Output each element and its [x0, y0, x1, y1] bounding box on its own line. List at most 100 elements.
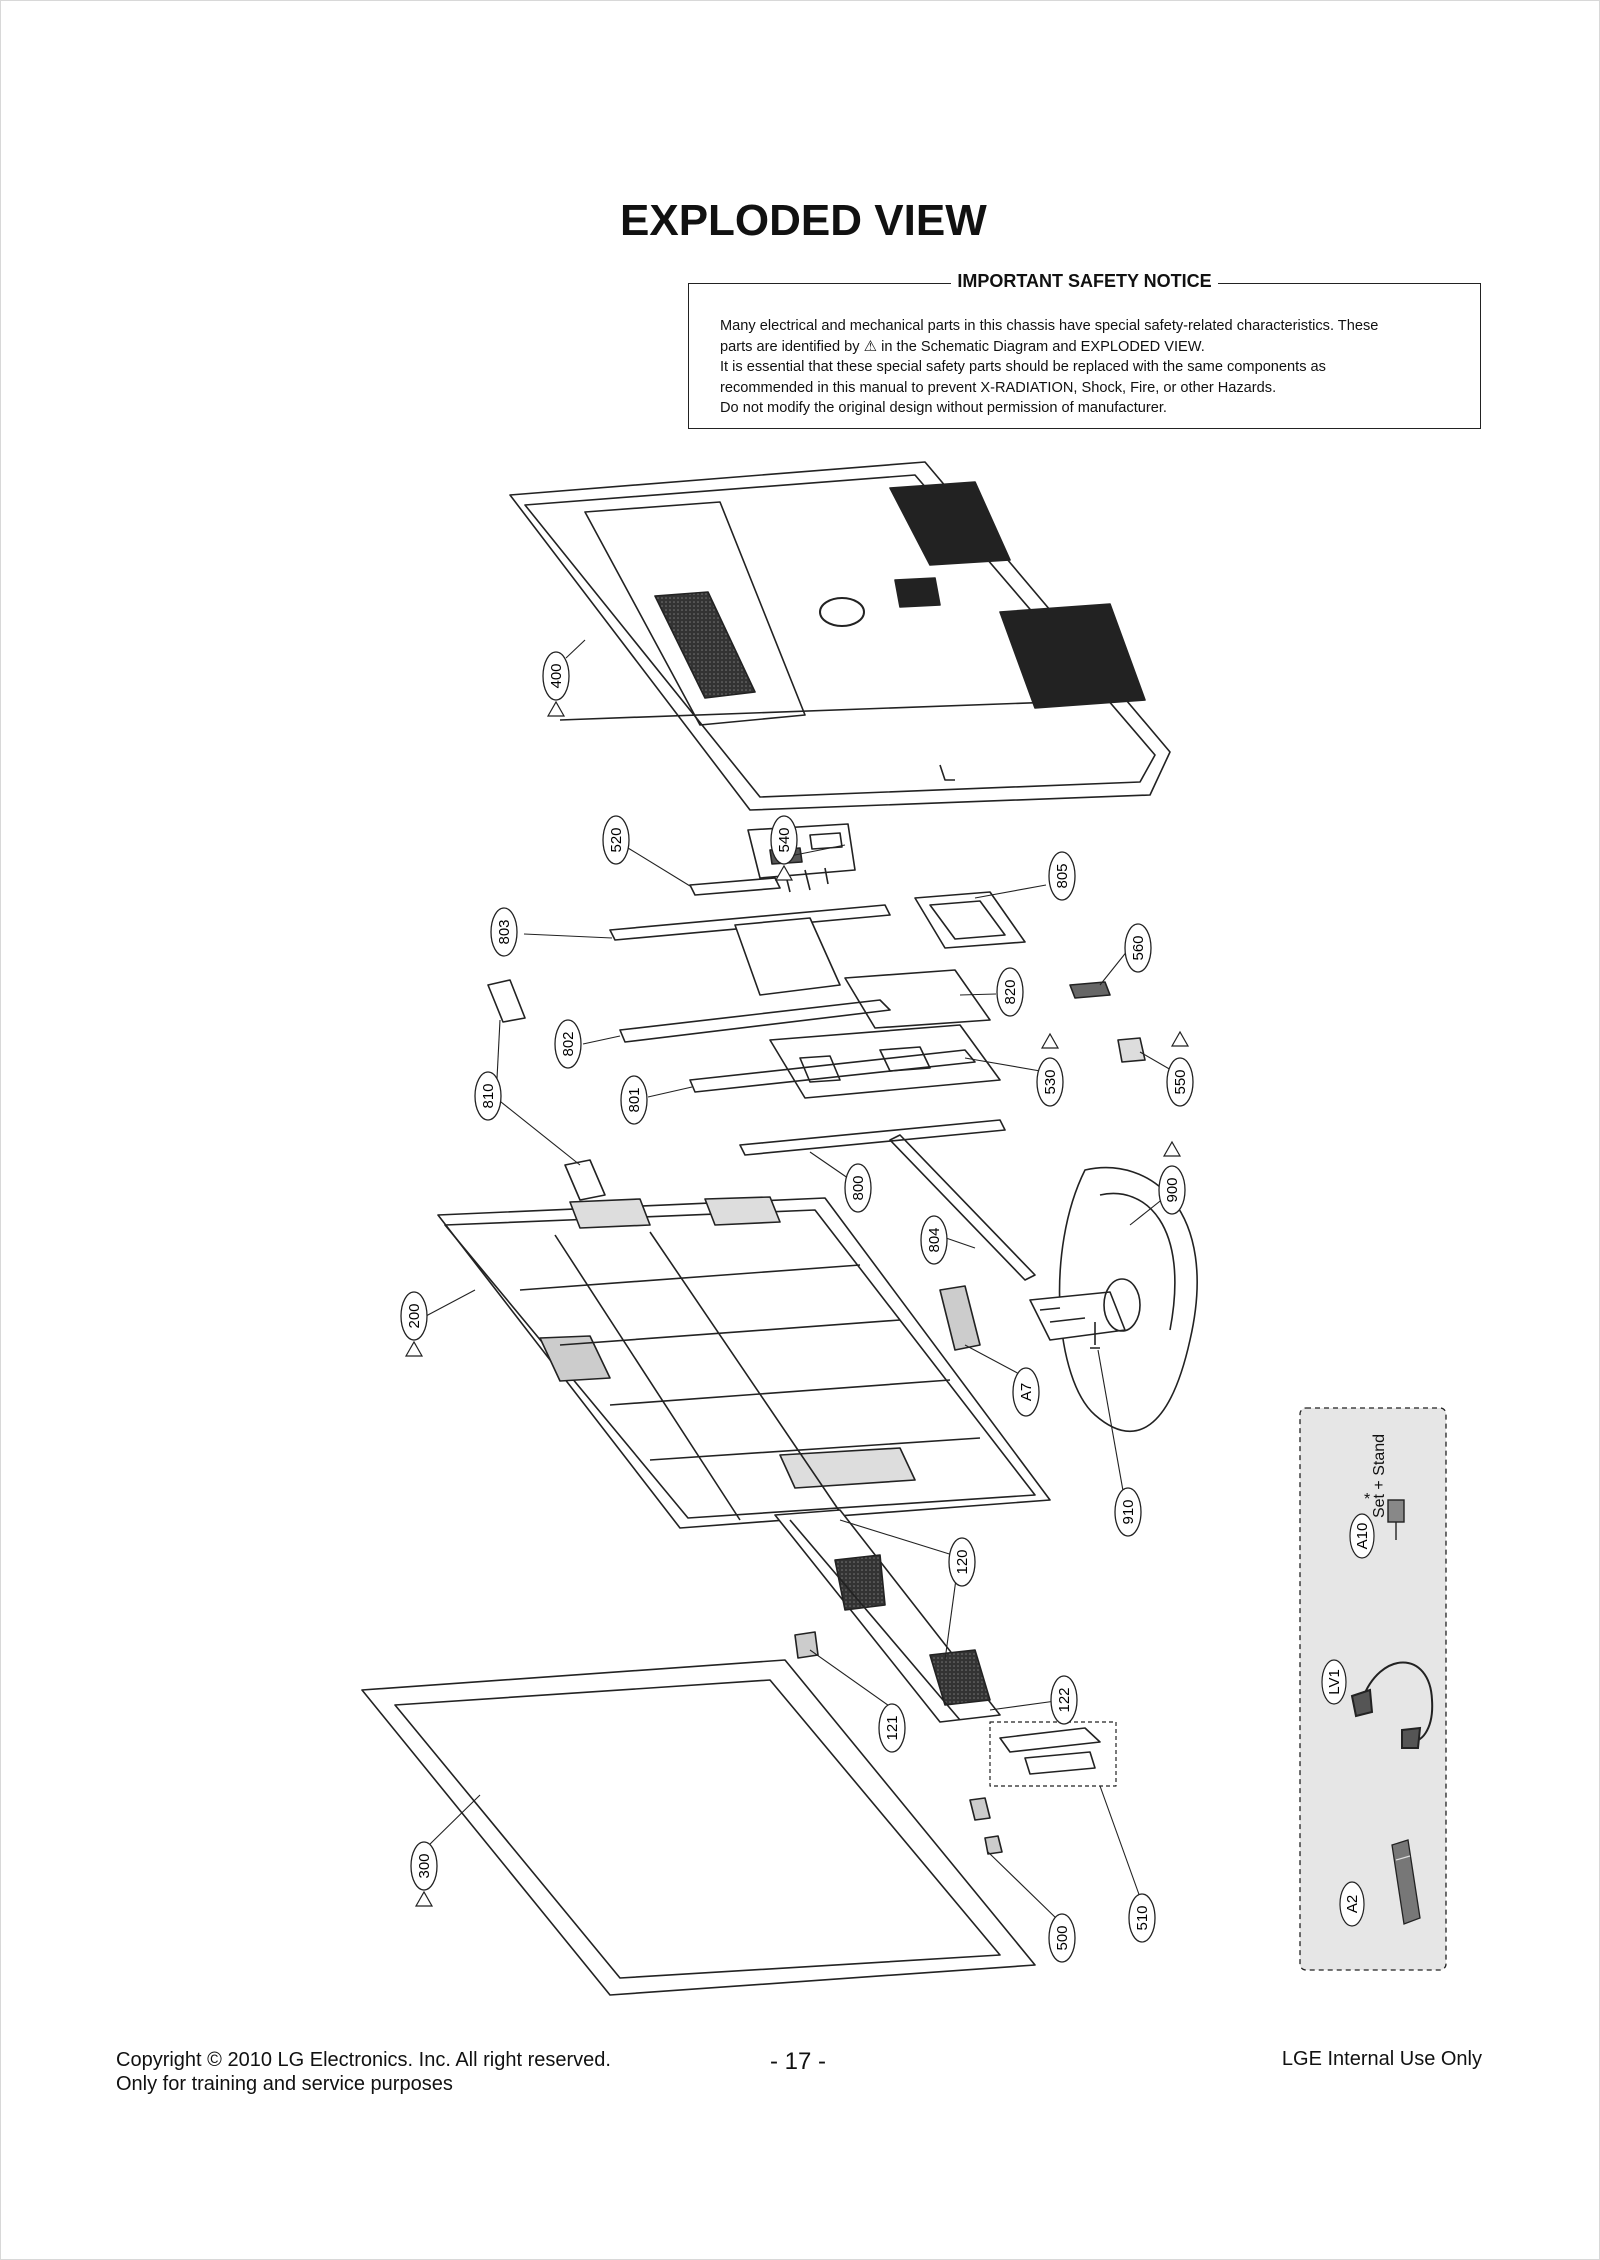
callout-820: 820: [996, 967, 1024, 1017]
internal-use-text: LGE Internal Use Only: [1281, 2048, 1482, 2070]
rail-804-part: [889, 1134, 1036, 1281]
svg-text:801: 801: [626, 1087, 643, 1112]
callout-lv1: LV1: [1321, 1659, 1347, 1705]
svg-text:121: 121: [884, 1715, 901, 1740]
callout-810: 810: [474, 1071, 502, 1121]
callout-801: 801: [620, 1075, 648, 1125]
svg-text:120: 120: [954, 1549, 971, 1574]
module-560-part: [1069, 981, 1111, 999]
svg-text:520: 520: [608, 827, 625, 852]
callout-a7: A7: [1012, 1367, 1040, 1417]
power-board-part: [844, 969, 991, 1029]
svg-text:810: 810: [480, 1083, 497, 1108]
page-number: - 17 -: [770, 2048, 827, 2075]
callout-500: 500: [1048, 1913, 1076, 1963]
bottom-cover-part: [774, 1509, 1001, 1723]
svg-text:800: 800: [850, 1175, 867, 1200]
callout-560: 560: [1124, 923, 1152, 973]
part-callouts: 400 520 540 805 803 560 820 802 810 80: [400, 651, 1194, 1963]
callout-520: 520: [602, 815, 630, 865]
main-board-part: [747, 823, 856, 893]
notice-line-4: recommended in this manual to prevent X-…: [720, 379, 1277, 396]
rail-801-part: [689, 1049, 976, 1093]
remote-a2-part: [1391, 1839, 1421, 1925]
notice-line-1: Many electrical and mechanical parts in …: [720, 318, 1379, 334]
rail-802-part: [619, 999, 891, 1043]
module-frame-part: [437, 1196, 1051, 1529]
front-bezel-part: [361, 1659, 1036, 1996]
callout-804: 804: [920, 1215, 948, 1265]
callout-550: 550: [1166, 1057, 1194, 1107]
stand-part: [1029, 1166, 1198, 1432]
svg-text:803: 803: [496, 919, 513, 944]
warning-triangle-icon: [1162, 1140, 1182, 1157]
warning-triangle-icon: [414, 1890, 434, 1907]
notice-line-5: Do not modify the original design withou…: [720, 400, 1167, 416]
svg-text:*: *: [1364, 1491, 1370, 1508]
warning-triangle-icon: ⚠: [863, 337, 878, 355]
bracket-810-bottom-part: [564, 1159, 606, 1201]
svg-text:A10: A10: [1354, 1523, 1371, 1550]
screw-910-part: [1090, 1322, 1100, 1349]
svg-text:560: 560: [1130, 935, 1147, 960]
safety-notice-box: IMPORTANT SAFETY NOTICE Many electrical …: [688, 271, 1481, 429]
bracket-a7-part: [939, 1285, 981, 1351]
svg-text:500: 500: [1054, 1925, 1071, 1950]
svg-text:122: 122: [1056, 1687, 1073, 1712]
safety-notice-text: Many electrical and mechanical parts in …: [720, 316, 1460, 419]
callout-910: 910: [1114, 1487, 1142, 1537]
page-title: EXPLODED VIEW: [620, 196, 987, 245]
bracket-810-top-part: [487, 979, 526, 1023]
warning-triangle-icon: [1170, 1030, 1190, 1047]
board-part: [734, 917, 841, 996]
warning-triangle-icon: [546, 700, 566, 717]
svg-text:900: 900: [1164, 1177, 1181, 1202]
rail-800-part: [739, 1119, 1006, 1156]
callout-540: 540: [770, 815, 798, 865]
callout-803: 803: [490, 907, 518, 957]
safety-notice-heading: IMPORTANT SAFETY NOTICE: [951, 271, 1218, 291]
callout-530: 530: [1036, 1057, 1064, 1107]
chassis-530-part: [769, 1024, 1001, 1099]
callout-400: 400: [542, 651, 570, 701]
callout-a2: A2: [1339, 1881, 1365, 1927]
svg-text:804: 804: [926, 1227, 943, 1252]
callout-510: 510: [1128, 1893, 1156, 1943]
svg-text:200: 200: [406, 1303, 423, 1328]
button-121-part: [794, 1631, 819, 1659]
callout-a10: A10: [1349, 1513, 1375, 1559]
svg-text:400: 400: [548, 663, 565, 688]
warning-triangle-icon: [774, 864, 794, 881]
svg-text:A2: A2: [1344, 1895, 1361, 1913]
training-text: Only for training and service purposes: [116, 2073, 453, 2095]
callout-800: 800: [844, 1163, 872, 1213]
leader-lines: [425, 639, 1179, 1921]
svg-text:A7: A7: [1018, 1383, 1035, 1401]
svg-text:300: 300: [416, 1853, 433, 1878]
footer-left: Copyright © 2010 LG Electronics. Inc. Al…: [116, 2048, 611, 2096]
callout-122: 122: [1050, 1675, 1078, 1725]
svg-text:LV1: LV1: [1326, 1669, 1343, 1695]
bracket-805-part: [914, 891, 1026, 949]
callout-900: 900: [1158, 1165, 1186, 1215]
safety-marks: [404, 700, 1190, 1907]
callout-200: 200: [400, 1291, 428, 1341]
svg-text:802: 802: [560, 1031, 577, 1056]
jack-board-510-part: [989, 1721, 1117, 1787]
back-cover-part: [509, 461, 1171, 811]
part-500: [969, 1797, 991, 1821]
svg-text:510: 510: [1134, 1905, 1151, 1930]
warning-triangle-icon: [404, 1340, 424, 1357]
accessories-panel: Set + Stand * A10 LV1 A2: [1299, 1407, 1447, 1971]
bracket-520-part: [689, 877, 781, 896]
part-550: [1117, 1037, 1146, 1063]
screw-a10-part: [1387, 1499, 1405, 1540]
callout-120: 120: [948, 1537, 976, 1587]
notice-line-2: parts are identified by ⚠ in the Schemat…: [720, 337, 1460, 358]
svg-text:530: 530: [1042, 1069, 1059, 1094]
callout-300: 300: [410, 1841, 438, 1891]
svg-text:910: 910: [1120, 1499, 1137, 1524]
notice-line-3: It is essential that these special safet…: [720, 359, 1326, 375]
svg-text:805: 805: [1054, 863, 1071, 888]
